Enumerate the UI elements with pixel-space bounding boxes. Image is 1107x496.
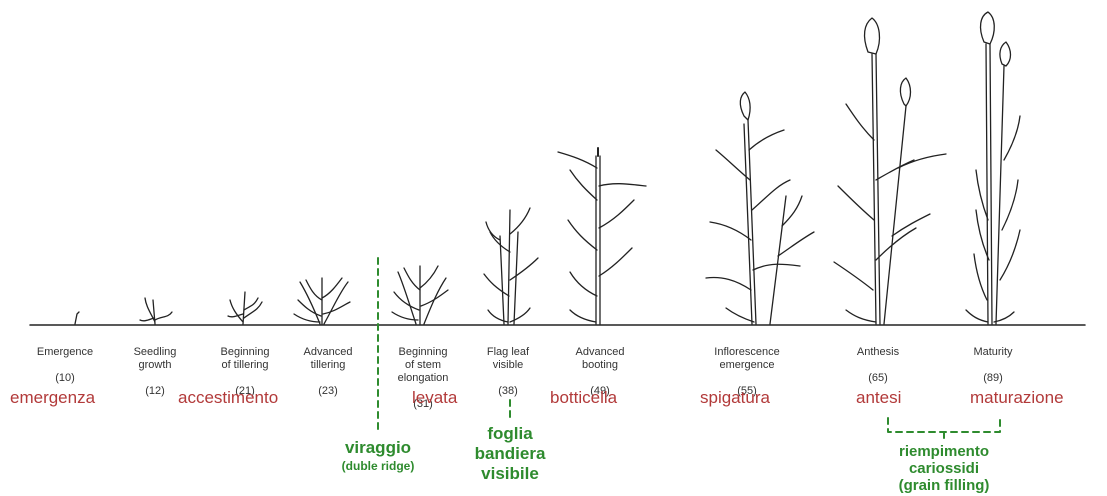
italian-label-spigatura: spigatura bbox=[700, 388, 770, 408]
stage-name: Maturity bbox=[973, 346, 1012, 358]
italian-label-maturazione: maturazione bbox=[970, 388, 1064, 408]
riempimento-line-2: cariossidi bbox=[872, 460, 1016, 477]
stage-name: Anthesis bbox=[857, 346, 899, 358]
stage-label-flag-leaf-visible: Flag leaf visible (38) bbox=[473, 333, 543, 398]
plant-emergence bbox=[75, 312, 79, 324]
riempimento-line-3: (grain filling) bbox=[872, 477, 1016, 494]
stage-name: Inflorescence emergence bbox=[714, 346, 779, 371]
stage-name: Advanced booting bbox=[576, 346, 625, 371]
stage-name: Beginning of tillering bbox=[221, 346, 270, 371]
stage-label-anthesis: Anthesis (65) bbox=[840, 333, 916, 385]
stage-label-emergence: Emergence (10) bbox=[30, 333, 100, 385]
foglia-line-1: foglia bbox=[458, 424, 562, 444]
foglia-line-2: bandiera bbox=[458, 444, 562, 464]
plant-booting bbox=[558, 148, 646, 324]
plant-advanced-tillering bbox=[294, 278, 350, 324]
stage-name: Beginning of stem elongation bbox=[398, 346, 449, 384]
stage-name: Emergence bbox=[37, 346, 93, 358]
viraggio-main: viraggio bbox=[322, 438, 434, 458]
riempimento-label: riempimento cariossidi (grain filling) bbox=[872, 443, 1016, 494]
italian-label-antesi: antesi bbox=[856, 388, 901, 408]
italian-label-levata: levata bbox=[412, 388, 457, 408]
stage-label-advanced-tillering: Advanced tillering (23) bbox=[290, 333, 366, 398]
plant-anthesis bbox=[834, 18, 946, 324]
plant-flag-leaf bbox=[484, 208, 538, 324]
stage-code: (65) bbox=[868, 372, 888, 384]
stage-label-maturity: Maturity (89) bbox=[955, 333, 1031, 385]
italian-label-botticella: botticella bbox=[550, 388, 617, 408]
stage-name: Advanced tillering bbox=[304, 346, 353, 371]
italian-label-accestimento: accestimento bbox=[178, 388, 278, 408]
italian-label-emergenza: emergenza bbox=[10, 388, 95, 408]
stage-name: Seedling growth bbox=[134, 346, 177, 371]
foglia-bandiera-label: foglia bandiera visibile bbox=[458, 424, 562, 484]
stage-code: (23) bbox=[318, 385, 338, 397]
plant-seedling bbox=[140, 298, 172, 324]
plant-stem-elongation bbox=[392, 266, 448, 324]
stage-code: (10) bbox=[55, 372, 75, 384]
viraggio-sub: (duble ridge) bbox=[322, 458, 434, 474]
riempimento-line-1: riempimento bbox=[872, 443, 1016, 460]
plant-maturity bbox=[966, 12, 1020, 324]
foglia-line-3: visibile bbox=[458, 464, 562, 484]
riempimento-bracket bbox=[888, 418, 1000, 432]
stage-code: (89) bbox=[983, 372, 1003, 384]
plant-tillering bbox=[228, 292, 262, 324]
plant-inflorescence bbox=[706, 92, 814, 324]
viraggio-label: viraggio (duble ridge) bbox=[322, 438, 434, 474]
stage-name: Flag leaf visible bbox=[487, 346, 529, 371]
stage-code: (12) bbox=[145, 385, 165, 397]
stage-code: (38) bbox=[498, 385, 518, 397]
